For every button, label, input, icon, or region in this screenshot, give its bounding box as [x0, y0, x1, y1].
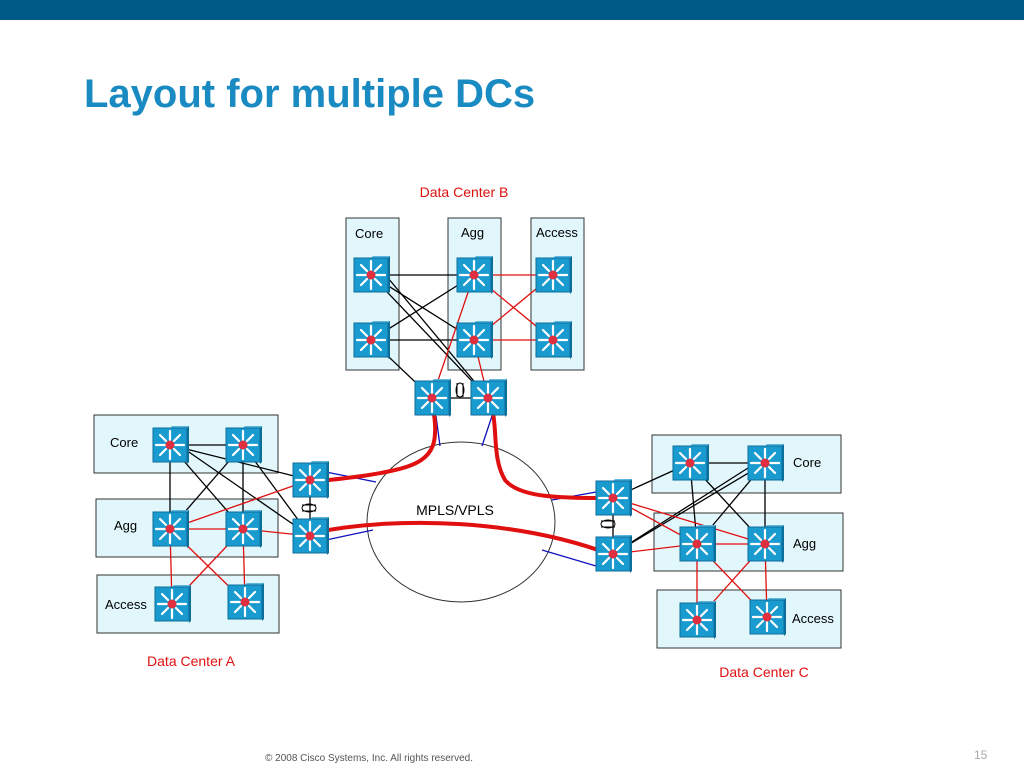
- dc-c-access-switch-1: [678, 599, 718, 641]
- dc-b-edge-switch-1: [413, 377, 453, 419]
- dc-a-core-switch-2: [224, 424, 264, 466]
- dc-c-edge-switch-2: [594, 533, 634, 575]
- dc-b-name: Data Center B: [420, 184, 509, 200]
- dc-a-edge-switch-1: [291, 459, 331, 501]
- dc-a-core-switch-1: [151, 424, 191, 466]
- dc-b-agg-switch-2: [455, 319, 495, 361]
- dc-c-agg-switch-1: [678, 523, 718, 565]
- dc-a-edge-switch-2: [291, 515, 331, 557]
- dc-c-core-switch-2: [746, 442, 786, 484]
- dc-a-etherchannel-mark: [301, 503, 317, 513]
- dc-c-core-label: Core: [793, 455, 821, 470]
- dc-b-agg-switch-1: [455, 254, 495, 296]
- dc-b-access-switch-2: [534, 319, 574, 361]
- page-number: 15: [974, 748, 988, 762]
- copyright-footer: © 2008 Cisco Systems, Inc. All rights re…: [265, 753, 474, 764]
- dc-b-access-label: Access: [536, 225, 578, 240]
- inter-dc-paths: [310, 397, 614, 557]
- dc-a-core-label: Core: [110, 435, 138, 450]
- dc-a-access-label: Access: [105, 597, 147, 612]
- dc-c-core-switch-1: [671, 442, 711, 484]
- dc-b-agg-label: Agg: [461, 225, 484, 240]
- dc-b-edge-switch-2: [469, 377, 509, 419]
- dc-c-access-label: Access: [792, 611, 834, 626]
- mpls-label: MPLS/VPLS: [416, 502, 494, 518]
- dc-a-agg-switch-1: [151, 508, 191, 550]
- dc-c-agg-label: Agg: [793, 536, 816, 551]
- dc-b-core-switch-2: [352, 319, 392, 361]
- dc-c-access-switch-2: [748, 596, 788, 638]
- dc-b-access-switch-1: [534, 254, 574, 296]
- dc-c-etherchannel-mark: [600, 519, 616, 529]
- dc-b-etherchannel-mark: [455, 382, 465, 398]
- dc-a-access-switch-2: [226, 581, 266, 623]
- dc-b-core-switch-1: [352, 254, 392, 296]
- dc-a-agg-switch-2: [224, 508, 264, 550]
- top-banner: [0, 0, 1024, 20]
- dc-a-access-switch-1: [153, 583, 193, 625]
- dc-a-name: Data Center A: [147, 653, 236, 669]
- slide-title: Layout for multiple DCs: [84, 72, 536, 116]
- dc-c-edge-switch-1: [594, 477, 634, 519]
- dc-b-core-label: Core: [355, 226, 383, 241]
- dc-a-agg-label: Agg: [114, 518, 137, 533]
- dc-c-name: Data Center C: [719, 664, 808, 680]
- dc-c-agg-switch-2: [746, 523, 786, 565]
